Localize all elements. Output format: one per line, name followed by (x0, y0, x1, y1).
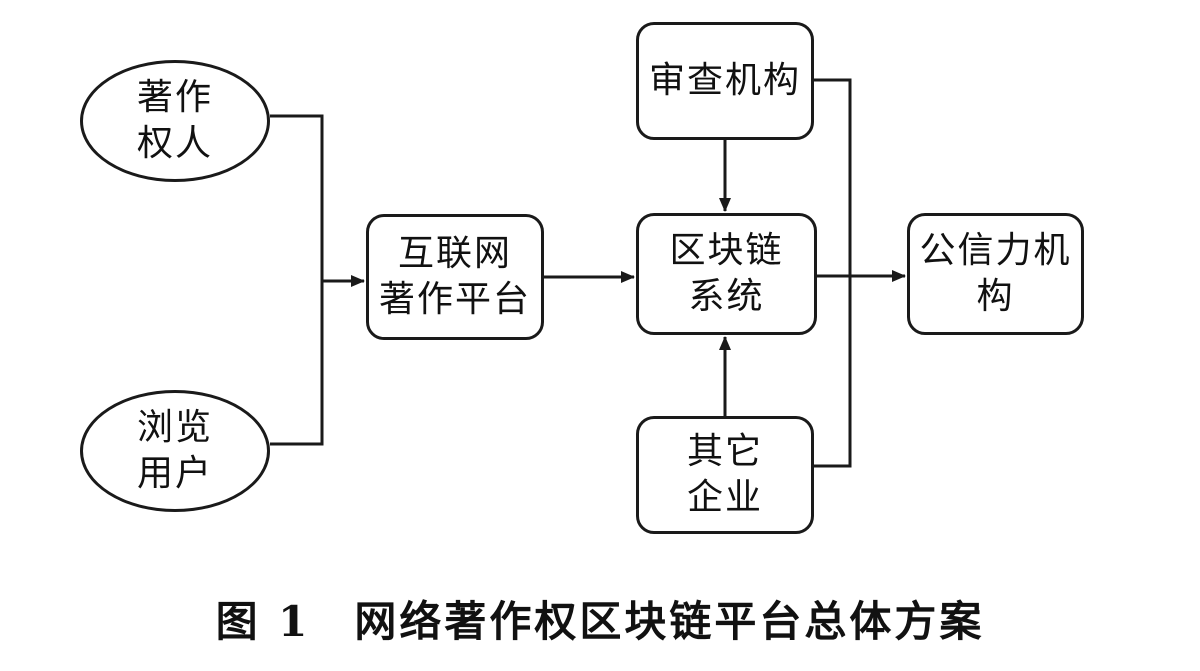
figure-caption: 图 1 网络著作权区块链平台总体方案 (0, 588, 1200, 649)
figure-number: 图 1 (215, 597, 311, 646)
node-copyright-holder: 著作 权人 (80, 60, 270, 182)
node-browsing-user-line2: 用户 (136, 453, 213, 494)
node-credibility-agency-line1: 公信力机 (919, 230, 1072, 271)
node-browsing-user: 浏览 用户 (80, 390, 270, 512)
line-author-merge (270, 114, 324, 446)
node-credibility-agency: 公信力机 构 (907, 213, 1084, 335)
node-internet-platform: 互联网 著作平台 (366, 214, 544, 340)
node-blockchain-system-line1: 区块链 (669, 230, 784, 271)
node-browsing-user-line1: 浏览 (136, 407, 213, 448)
node-other-enterprises-line1: 其它 (686, 431, 763, 472)
node-internet-platform-line1: 互联网 (397, 233, 512, 274)
node-review-agency-line1: 审查机构 (648, 60, 801, 101)
node-internet-platform-line2: 著作平台 (378, 279, 531, 320)
connector-lines (270, 78, 906, 468)
flow-diagram: 著作 权人 浏览 用户 互联网 著作平台 审查机构 区块链 系统 其它 企业 公… (80, 22, 1084, 534)
node-blockchain-system: 区块链 系统 (636, 213, 817, 335)
node-blockchain-system-line2: 系统 (688, 276, 765, 317)
line-review-other-bus (814, 78, 852, 468)
node-copyright-holder-line2: 权人 (136, 123, 213, 164)
node-other-enterprises: 其它 企业 (636, 416, 814, 534)
node-review-agency: 审查机构 (636, 22, 814, 140)
node-other-enterprises-line2: 企业 (686, 477, 763, 518)
node-copyright-holder-line1: 著作 (136, 77, 213, 118)
figure-title: 网络著作权区块链平台总体方案 (354, 597, 985, 646)
node-credibility-agency-line2: 构 (976, 276, 1015, 317)
